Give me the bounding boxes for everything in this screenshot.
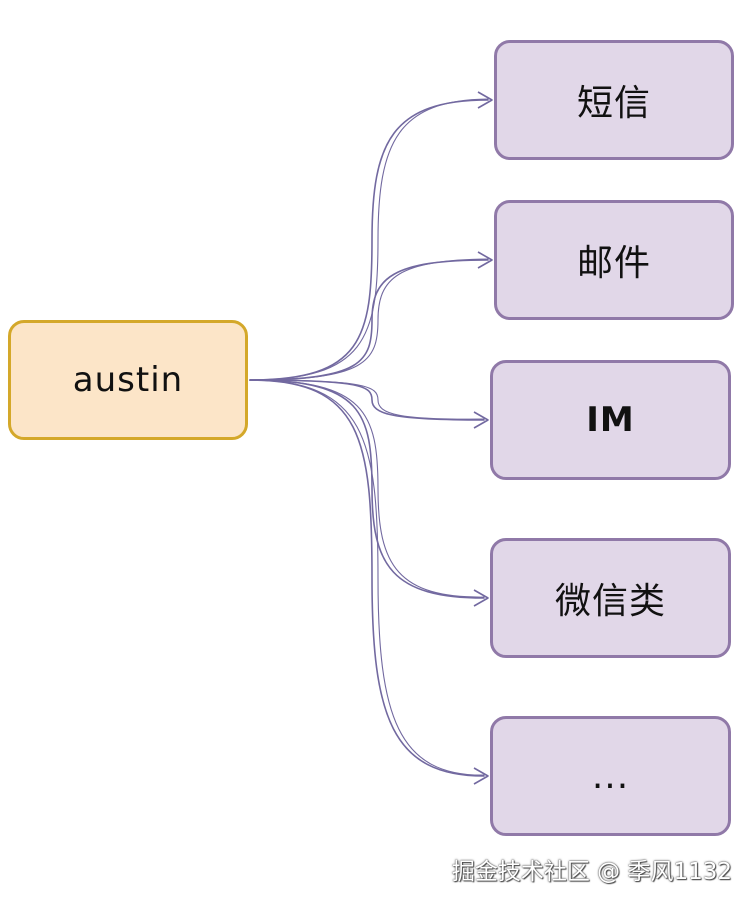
connector-more-sketch <box>249 379 485 776</box>
child-node-label-email: 邮件 <box>576 243 651 284</box>
connector-more <box>249 379 485 777</box>
arrowhead-wechat <box>473 589 489 607</box>
child-node-im[interactable]: IM <box>490 360 731 480</box>
child-node-label-sms: 短信 <box>576 83 651 124</box>
arrowhead-email <box>477 251 493 269</box>
root-node-austin[interactable]: austin <box>8 320 248 440</box>
root-node-label: austin <box>72 360 184 400</box>
connector-wechat-sketch <box>249 379 485 598</box>
connector-email-sketch <box>249 258 489 381</box>
child-node-wechat[interactable]: 微信类 <box>490 538 731 658</box>
arrowhead-im <box>473 411 489 429</box>
connector-wechat <box>249 379 485 599</box>
child-node-email[interactable]: 邮件 <box>494 200 734 320</box>
child-node-label-more: ... <box>591 755 630 797</box>
connector-im-sketch <box>249 379 485 420</box>
connector-sms-sketch <box>249 98 489 381</box>
connector-sms <box>249 99 489 381</box>
child-node-more[interactable]: ... <box>490 716 731 836</box>
arrowhead-sms <box>477 91 493 109</box>
arrowhead-more <box>473 767 489 785</box>
connector-im <box>249 379 485 421</box>
watermark-text: 掘金技术社区 @ 季风1132 <box>451 859 732 885</box>
child-node-label-wechat: 微信类 <box>554 581 666 622</box>
connector-email <box>249 259 489 381</box>
child-node-label-im: IM <box>586 400 635 440</box>
child-node-sms[interactable]: 短信 <box>494 40 734 160</box>
